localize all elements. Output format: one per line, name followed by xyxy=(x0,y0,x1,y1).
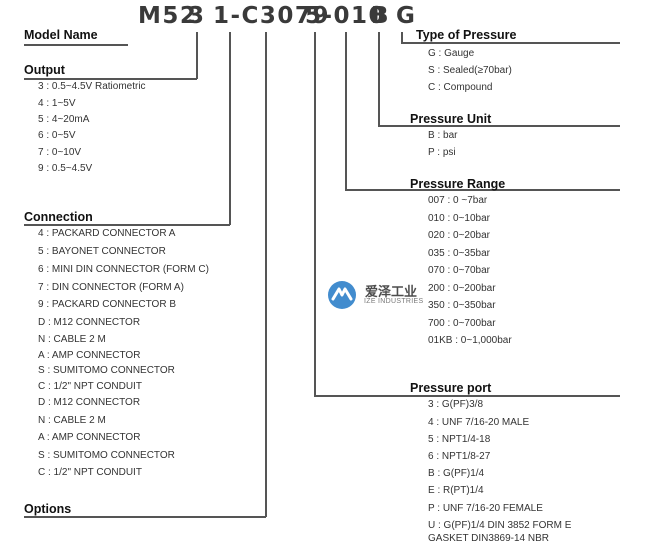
heading-pressure-range: Pressure Range xyxy=(410,177,506,191)
output-line xyxy=(24,78,197,80)
heading-model-name: Model Name xyxy=(24,28,98,42)
connection-item: D : M12 CONNECTOR xyxy=(38,397,141,408)
range-item: 010 : 0~10bar xyxy=(428,213,490,224)
unit-item: P : psi xyxy=(428,147,456,158)
range-item: 200 : 0~200bar xyxy=(428,283,496,294)
range-item: 070 : 0~70bar xyxy=(428,265,490,276)
port-item: P : UNF 7/16-20 FEMALE xyxy=(428,503,543,514)
type-item: C : Compound xyxy=(428,82,493,93)
connection-line xyxy=(24,224,230,226)
port-item: E : R(PT)1/4 xyxy=(428,485,484,496)
options-line xyxy=(24,516,266,518)
unit-item: B : bar xyxy=(428,130,458,141)
connection-item: 4 : PACKARD CONNECTOR A xyxy=(38,228,176,239)
code-model: M52 xyxy=(138,3,198,29)
port-item: 4 : UNF 7/16-20 MALE xyxy=(428,417,530,428)
range-line xyxy=(345,189,620,191)
connection-item: A : AMP CONNECTOR xyxy=(38,432,141,443)
connection-connector xyxy=(229,32,231,225)
type-line xyxy=(401,42,620,44)
connection-item: 6 : MINI DIN CONNECTOR (FORM C) xyxy=(38,264,209,275)
code-type: G xyxy=(396,3,417,29)
watermark-title: 爱泽工业 xyxy=(365,284,418,299)
connection-item: N : CABLE 2 M xyxy=(38,334,106,345)
connection-item: 5 : BAYONET CONNECTOR xyxy=(38,246,166,257)
port-line xyxy=(314,395,620,397)
output-item: 5 : 4~20mA xyxy=(38,114,90,125)
connection-item: 7 : DIN CONNECTOR (FORM A) xyxy=(38,282,184,293)
range-item: 01KB : 0~1,000bar xyxy=(428,335,512,346)
port-item: 6 : NPT1/8-27 xyxy=(428,451,491,462)
connection-item: 9 : PACKARD CONNECTOR B xyxy=(38,299,176,310)
connection-item: C : 1/2" NPT CONDUIT xyxy=(38,381,142,392)
model-name-line xyxy=(24,44,128,46)
range-item: 350 : 0~350bar xyxy=(428,300,496,311)
connection-item: D : M12 CONNECTOR xyxy=(38,317,141,328)
connection-item: C : 1/2" NPT CONDUIT xyxy=(38,467,142,478)
output-item: 9 : 0.5~4.5V xyxy=(38,163,93,174)
port-item: 5 : NPT1/4-18 xyxy=(428,434,491,445)
watermark-subtitle: IZE INDUSTRIES xyxy=(364,298,424,305)
heading-pressure-port: Pressure port xyxy=(410,381,492,395)
type-item: S : Sealed(≥70bar) xyxy=(428,65,512,76)
connection-item: S : SUMITOMO CONNECTOR xyxy=(38,450,175,461)
port-item: 3 : G(PF)3/8 xyxy=(428,399,484,410)
output-item: 6 : 0~5V xyxy=(38,130,76,141)
options-connector xyxy=(265,32,267,517)
connection-item: S : SUMITOMO CONNECTOR xyxy=(38,365,175,376)
heading-pressure-unit: Pressure Unit xyxy=(410,112,492,126)
port-item: GASKET DIN3869-14 NBR xyxy=(428,533,549,544)
code-unit: B xyxy=(371,3,391,29)
port-item: U : G(PF)1/4 DIN 3852 FORM E xyxy=(428,520,572,531)
connection-item: N : CABLE 2 M xyxy=(38,415,106,426)
code-output: 3 xyxy=(188,3,206,29)
range-item: 035 : 0~35bar xyxy=(428,248,490,259)
output-item: 4 : 1~5V xyxy=(38,98,76,109)
output-connector xyxy=(196,32,198,79)
ize-logo-icon xyxy=(326,279,358,311)
type-item: G : Gauge xyxy=(428,48,475,59)
range-item: 700 : 0~700bar xyxy=(428,318,496,329)
code-port-range: 5-010 xyxy=(305,3,387,29)
range-item: 007 : 0 ~7bar xyxy=(428,195,488,206)
connection-item: A : AMP CONNECTOR xyxy=(38,350,141,361)
range-connector xyxy=(345,32,347,190)
type-connector xyxy=(401,32,403,43)
heading-options: Options xyxy=(24,502,72,516)
unit-connector xyxy=(378,32,380,126)
heading-type-of-pressure: Type of Pressure xyxy=(416,28,517,42)
output-item: 3 : 0.5~4.5V Ratiometric xyxy=(38,81,146,92)
output-item: 7 : 0~10V xyxy=(38,147,82,158)
heading-output: Output xyxy=(24,63,65,77)
unit-line xyxy=(378,125,620,127)
heading-connection: Connection xyxy=(24,210,93,224)
code-connection-options: 1-C3079 xyxy=(213,3,330,29)
range-item: 020 : 0~20bar xyxy=(428,230,490,241)
port-item: B : G(PF)1/4 xyxy=(428,468,485,479)
port-connector xyxy=(314,32,316,396)
